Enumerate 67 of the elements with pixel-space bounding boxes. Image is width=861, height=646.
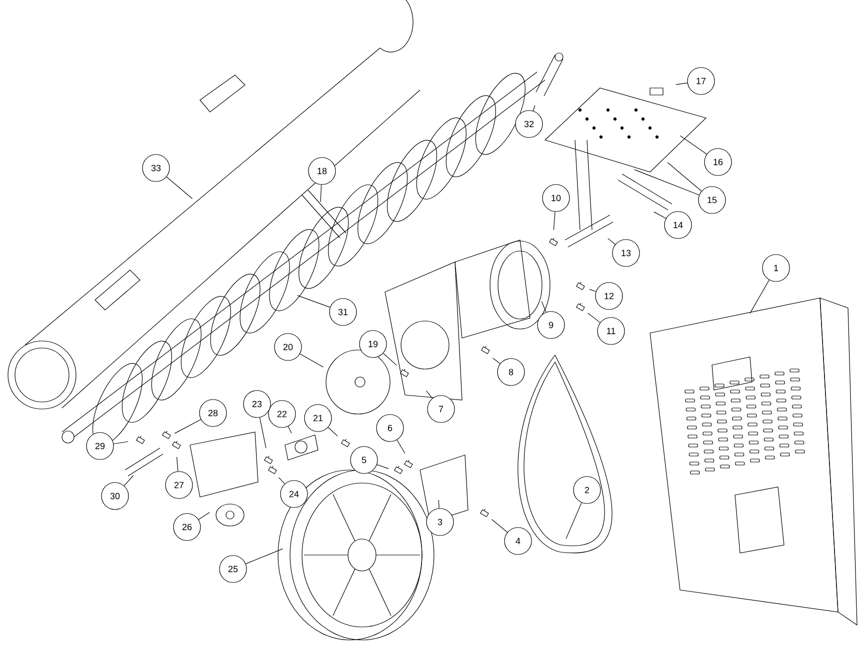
leader-line (166, 176, 193, 199)
callout-number: 20 (274, 333, 302, 361)
callout-number: 9 (537, 311, 565, 339)
leader-line (328, 427, 338, 436)
callout-number: 11 (597, 317, 625, 345)
leader-line (259, 417, 266, 448)
leader-line (113, 441, 128, 444)
leader-line (667, 162, 702, 192)
leader-line (278, 477, 285, 484)
leader-line (541, 301, 546, 312)
callout-number: 10 (542, 184, 570, 212)
callout-number: 2 (573, 476, 601, 504)
callout-number: 13 (612, 239, 640, 267)
callout-number: 21 (304, 404, 332, 432)
callout-number: 27 (165, 471, 193, 499)
leader-line (491, 519, 508, 533)
leader-line (680, 135, 707, 154)
callout-number: 8 (497, 358, 525, 386)
leader-line (396, 440, 406, 454)
leader-line (174, 419, 202, 434)
callout-number: 22 (268, 400, 296, 428)
callout-number: 26 (173, 513, 201, 541)
leader-line (532, 105, 536, 112)
callout-number: 18 (308, 157, 336, 185)
leader-line (426, 390, 433, 399)
leader-line (634, 169, 700, 196)
leader-line (589, 289, 596, 292)
leader-line (492, 358, 500, 364)
leader-line (588, 312, 600, 323)
callout-number: 16 (704, 148, 732, 176)
callout-number: 4 (504, 527, 532, 555)
callout-number: 19 (359, 330, 387, 358)
leader-line (608, 238, 616, 245)
leader-line (124, 475, 134, 486)
callout-number: 23 (243, 390, 271, 418)
callout-number: 1 (762, 254, 790, 282)
callout-number: 30 (101, 482, 129, 510)
leader-line (566, 502, 582, 540)
leader-line (297, 295, 330, 308)
leader-line (245, 548, 283, 564)
leader-line (750, 280, 770, 314)
leader-line (553, 211, 556, 230)
callout-number: 7 (427, 395, 455, 423)
leader-line (300, 354, 324, 368)
callout-number: 29 (86, 432, 114, 460)
callout-number: 28 (199, 399, 227, 427)
callout-number: 32 (515, 110, 543, 138)
leader-line (176, 456, 178, 472)
callout-number: 12 (595, 282, 623, 310)
callout-number: 15 (698, 186, 726, 214)
callout-number: 24 (280, 480, 308, 508)
callout-number: 31 (329, 298, 357, 326)
leader-line (438, 500, 440, 509)
leader-line (288, 426, 292, 434)
callout-number: 6 (376, 414, 404, 442)
callout-number: 25 (219, 555, 247, 583)
callout-number: 33 (142, 154, 170, 182)
callout-number: 3 (426, 508, 454, 536)
leader-line (382, 352, 397, 366)
leader-line (320, 184, 322, 202)
leader-line (376, 464, 389, 469)
leader-line (654, 212, 666, 219)
leader-line (198, 512, 210, 520)
callout-number: 5 (350, 446, 378, 474)
callout-number: 14 (664, 211, 692, 239)
leader-line (676, 82, 688, 85)
callout-number: 17 (687, 67, 715, 95)
